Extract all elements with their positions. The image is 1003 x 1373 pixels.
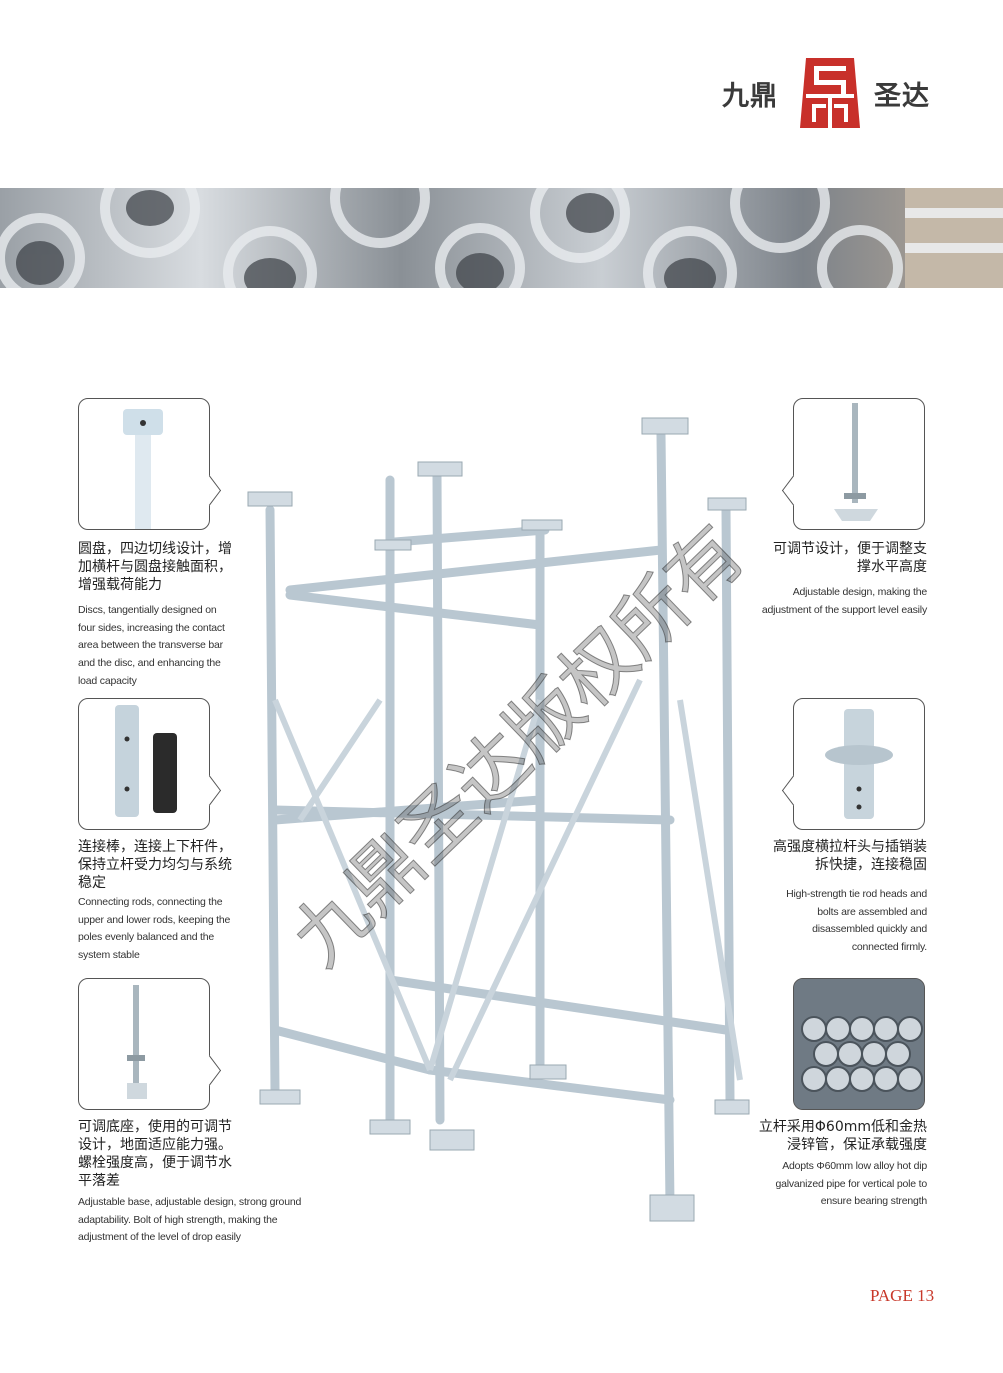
feature-galvanized-pipe: 立杆采用Φ60mm低和金热浸锌管，保证承载强度 Adopts Φ60mm low… xyxy=(755,1118,927,1211)
feature-desc: High-strength tie rod heads and bolts ar… xyxy=(786,888,927,954)
connecting-rod-image-callout xyxy=(78,698,222,830)
feature-connecting-rod: 连接棒，连接上下杆件，保持立杆受力均匀与系统稳定 Connecting rods… xyxy=(78,838,238,965)
feature-disc: 圆盘，四边切线设计，增加横杆与圆盘接触面积，增强载荷能力 Discs, tang… xyxy=(78,540,238,691)
feature-desc: Adopts Φ60mm low alloy hot dip galvanize… xyxy=(775,1160,927,1208)
feature-title: 圆盘，四边切线设计，增加横杆与圆盘接触面积，增强载荷能力 xyxy=(78,541,232,593)
logo-emblem-icon xyxy=(800,58,860,128)
feature-tie-rod-head: 高强度横拉杆头与插销装拆快捷，连接稳固 High-strength tie ro… xyxy=(760,838,927,957)
brand-logo: 九鼎 圣达 xyxy=(722,50,937,130)
feature-desc: Adjustable base, adjustable design, stro… xyxy=(78,1196,302,1244)
feature-title: 立杆采用Φ60mm低和金热浸锌管，保证承载强度 xyxy=(758,1119,927,1153)
feature-adjustable-head: 可调节设计，便于调整支撑水平高度 Adjustable design, maki… xyxy=(760,540,927,619)
feature-title: 高强度横拉杆头与插销装拆快捷，连接稳固 xyxy=(773,839,927,873)
page-number: PAGE 13 xyxy=(870,1286,935,1305)
feature-desc: Adjustable design, making the adjustment… xyxy=(761,586,927,616)
brand-name-right: 圣达 xyxy=(874,81,930,112)
adjustable-head-image-callout xyxy=(781,398,925,530)
adjustable-base-image-callout xyxy=(78,978,222,1110)
feature-title: 可调底座，使用的可调节设计，地面适应能力强。螺栓强度高，便于调节水平落差 xyxy=(78,1119,232,1189)
feature-title: 连接棒，连接上下杆件，保持立杆受力均匀与系统稳定 xyxy=(78,839,232,891)
galvanized-pipes-image-callout xyxy=(793,978,925,1110)
feature-desc: Discs, tangentially designed on four sid… xyxy=(78,604,225,687)
feature-title: 可调节设计，便于调整支撑水平高度 xyxy=(773,541,927,575)
scaffold-discs-banner-image xyxy=(0,188,1003,288)
disc-rod-image-callout xyxy=(78,398,222,530)
feature-adjustable-base: 可调底座，使用的可调节设计，地面适应能力强。螺栓强度高，便于调节水平落差 Adj… xyxy=(78,1118,310,1247)
brand-name-left: 九鼎 xyxy=(722,81,778,112)
tie-rod-head-image-callout xyxy=(781,698,925,830)
feature-desc: Connecting rods, connecting the upper an… xyxy=(78,896,231,962)
scaffold-tower-image xyxy=(247,417,750,1222)
